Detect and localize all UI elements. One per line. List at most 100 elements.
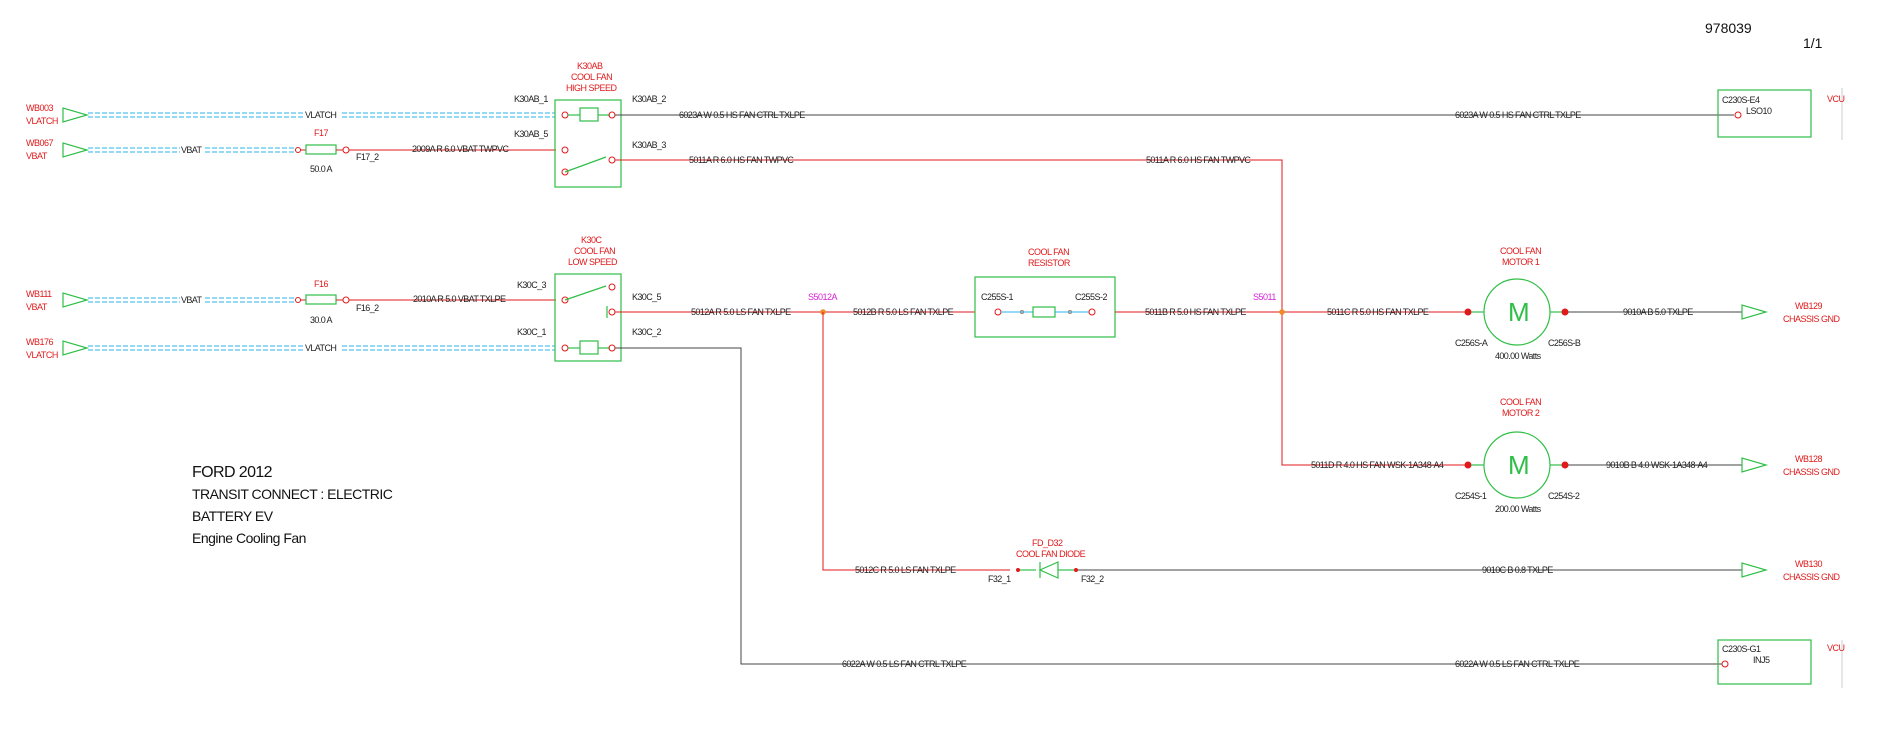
motor-desc: MOTOR 1 [1502,257,1540,267]
ground-wb130: WB130 CHASSIS GND [1741,559,1841,582]
fuse-rating: 30.0 A [310,315,333,325]
resistor-pin-label: C255S-2 [1075,292,1108,302]
source-wb003: WB003 VLATCH [26,103,90,126]
relay-desc: LOW SPEED [568,257,618,267]
connector-arrow-icon [62,107,90,123]
resistor-desc: RESISTOR [1028,258,1071,268]
source-signal: VLATCH [26,350,58,360]
wire-label: 5011D R 4.0 HS FAN WSK-1A348-A4 [1311,460,1444,470]
fuse-icon [305,294,337,305]
relay-k30ab: K30AB COOL FAN HIGH SPEED K30AB_1 K30AB_… [514,61,667,188]
wire-label: 5011A R 6.0 HS FAN TWPVC [689,155,794,165]
title-line-2: TRANSIT CONNECT : ELECTRIC [192,486,393,502]
fan-diode: FD_D32 COOL FAN DIODE F32_1 F32_2 [988,538,1105,584]
title-line-1: FORD 2012 [192,464,273,481]
fan-resistor: COOL FAN RESISTOR C255S-1 C255S-2 [974,247,1116,338]
vcu-box [1717,89,1812,138]
wire-label: 5012B R 5.0 LS FAN TXLPE [853,307,954,317]
relay-pin-label: K30AB_1 [514,94,548,104]
vcu-label: VCU [1827,94,1845,104]
relay-name: K30AB [577,61,603,71]
motor-desc: COOL FAN [1500,397,1541,407]
resistor-box [974,276,1116,338]
motor-pin-label: C256S-A [1455,338,1488,348]
diode-pin-label: F32_2 [1081,574,1104,584]
source-signal: VBAT [26,151,48,161]
relay-desc: HIGH SPEED [566,83,618,93]
resistor-desc: COOL FAN [1028,247,1069,257]
net-label-vbat: VBAT [181,295,203,305]
relay-pin-label: K30AB_5 [514,129,548,139]
fuse-pin: F17_2 [356,152,379,162]
splice-label: S5011 [1253,292,1276,302]
source-wb176: WB176 VLATCH [26,337,90,360]
diode-name: FD_D32 [1032,538,1063,548]
connector-arrow-icon [62,340,90,356]
wire-label: 6023A W 0.5 HS FAN CTRL TXLPE [1455,110,1581,120]
wire-6022a [615,347,1722,665]
connector-arrow-icon [62,292,90,308]
ground-label: CHASSIS GND [1783,572,1841,582]
wire-label: 5012A R 5.0 LS FAN TXLPE [691,307,791,317]
resistor-icon [1032,306,1056,318]
relay-desc: COOL FAN [571,72,612,82]
ground-wb129: WB129 CHASSIS GND [1741,301,1841,324]
relay-contact-icon [564,285,607,301]
ground-id: WB129 [1795,301,1823,311]
relay-box [554,273,622,362]
relay-coil-icon [579,107,599,122]
vcu-label: VCU [1827,643,1845,653]
net-label-vlatch: VLATCH [305,343,336,353]
net-label-vbat: VBAT [181,145,203,155]
relay-desc: COOL FAN [574,246,615,256]
motor-symbol: M [1508,297,1530,327]
motor-desc: COOL FAN [1500,246,1541,256]
vcu-connector-id: C230S-E4 [1722,95,1760,105]
wire-label: 2009A R 6.0 VBAT TWPVC [412,144,509,154]
ground-id: WB130 [1795,559,1823,569]
splice-s5011 [1279,309,1285,315]
relay-pin-label: K30C_1 [517,327,547,337]
relay-coil-icon [579,340,599,355]
vcu-pin: INJ5 [1753,655,1770,665]
resistor-pin-label: C255S-1 [981,292,1014,302]
document-number: 978039 [1705,20,1752,36]
vcu-connector-e4: C230S-E4 LSO10 VCU [1717,88,1845,140]
motor-pin-label: C254S-2 [1548,491,1580,501]
relay-pin-label: K30C_2 [632,327,662,337]
vcu-box [1717,639,1812,685]
net-label-vlatch: VLATCH [305,110,336,120]
motor-desc: MOTOR 2 [1502,408,1540,418]
motor-symbol: M [1508,450,1530,480]
source-id: WB067 [26,138,54,148]
splice-label: S5012A [808,292,838,302]
ground-label: CHASSIS GND [1783,467,1841,477]
ground-wb128: WB128 CHASSIS GND [1741,454,1841,477]
source-wb111: WB111 VBAT [26,289,90,312]
ground-arrow-icon [1741,304,1769,320]
wire-label: 6022A W 0.5 LS FAN CTRL TXLPE [842,659,967,669]
source-id: WB003 [26,103,54,113]
source-id: WB111 [26,289,52,299]
diode-icon [1038,561,1059,579]
relay-contact-icon [564,156,607,173]
diode-pin-label: F32_1 [988,574,1011,584]
fuse-rating: 50.0 A [310,164,333,174]
wire-label: 2010A R 5.0 VBAT TXLPE [413,294,506,304]
motor-power: 400.00 Watts [1495,351,1542,361]
source-wb067: WB067 VBAT [26,138,90,161]
relay-k30c: K30C COOL FAN LOW SPEED K30C_3 K30C_1 K3… [517,235,662,362]
fan-motor-1: COOL FAN MOTOR 1 M C256S-A C256S-B 400.0… [1455,246,1582,361]
fuse-f17: F17 F17_2 50.0 A [295,128,380,174]
relay-pin-label: K30AB_2 [632,94,666,104]
ground-id: WB128 [1795,454,1823,464]
wire-label: 6022A W 0.5 LS FAN CTRL TXLPE [1455,659,1580,669]
wire-label: 5012C R 5.0 LS FAN TXLPE [855,565,956,575]
fuse-icon [305,144,337,155]
motor-pin-label: C254S-1 [1455,491,1487,501]
title-line-4: Engine Cooling Fan [192,530,306,546]
relay-pin-label: K30AB_3 [632,140,666,150]
fan-motor-2: COOL FAN MOTOR 2 M C254S-1 C254S-2 200.0… [1455,397,1581,514]
wire-label: 9010B B 4.0 WSK-1A348-A4 [1606,460,1708,470]
